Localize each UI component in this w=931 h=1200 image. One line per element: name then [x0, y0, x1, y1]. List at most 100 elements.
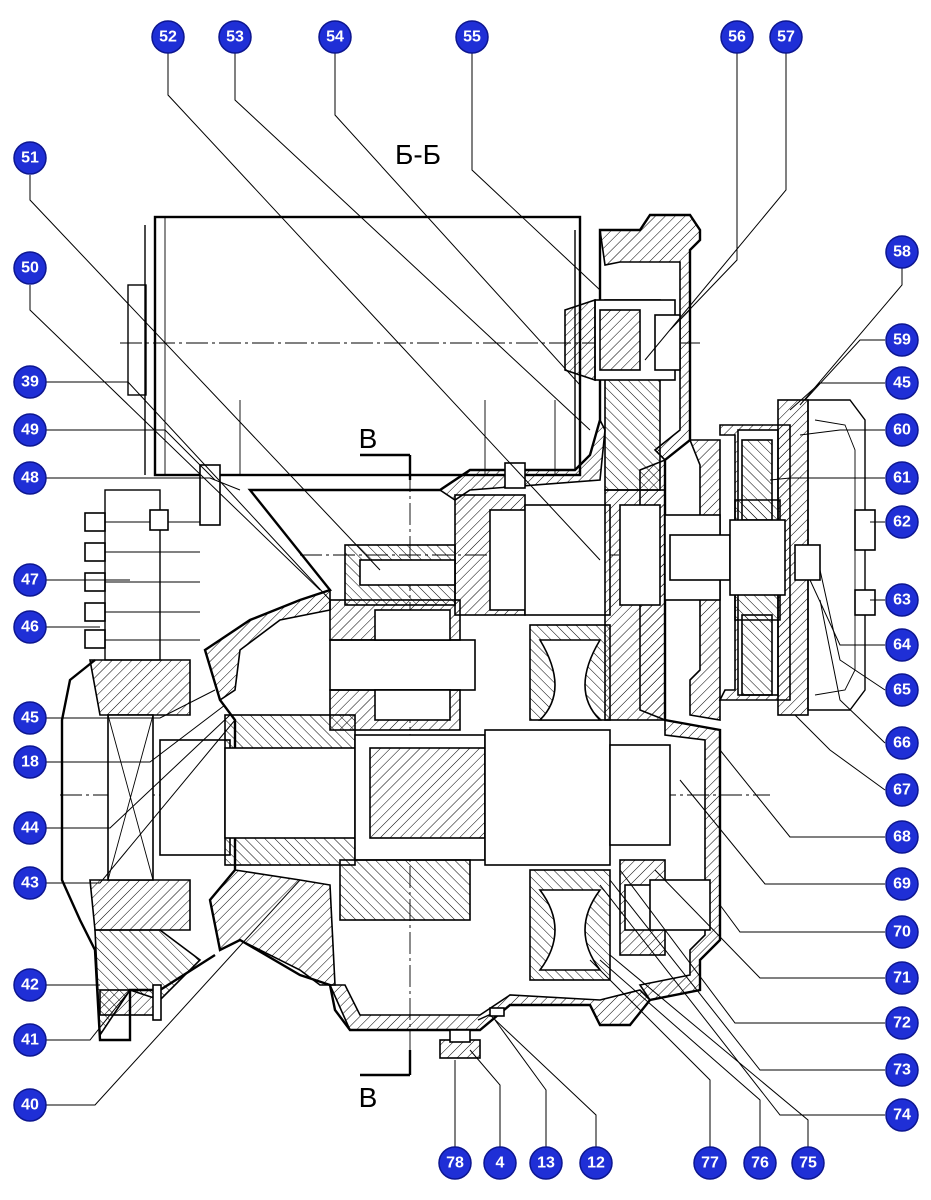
svg-text:56: 56	[728, 29, 746, 46]
svg-text:76: 76	[751, 1155, 769, 1172]
svg-text:78: 78	[446, 1155, 464, 1172]
svg-text:55: 55	[463, 29, 481, 46]
callout-53: 53	[218, 20, 252, 54]
callout-75: 75	[791, 1146, 825, 1180]
callout-61: 61	[885, 461, 919, 495]
callout-50: 50	[13, 251, 47, 285]
svg-text:49: 49	[21, 422, 39, 439]
svg-text:67: 67	[893, 782, 911, 799]
callout-76: 76	[743, 1146, 777, 1180]
callout-73: 73	[885, 1053, 919, 1087]
callout-55: 55	[455, 20, 489, 54]
svg-text:12: 12	[587, 1155, 605, 1172]
svg-text:61: 61	[893, 470, 911, 487]
svg-text:18: 18	[21, 754, 39, 771]
callout-70: 70	[885, 915, 919, 949]
callout-68: 68	[885, 820, 919, 854]
callout-63: 63	[885, 583, 919, 617]
svg-text:47: 47	[21, 572, 39, 589]
callout-39: 39	[13, 365, 47, 399]
leader-lines	[29, 52, 903, 1148]
callout-40: 40	[13, 1088, 47, 1122]
svg-text:40: 40	[21, 1097, 39, 1114]
svg-text:41: 41	[21, 1032, 39, 1049]
intermediate-gears	[454, 298, 731, 981]
section-title: Б-Б	[395, 139, 441, 170]
callout-43: 43	[13, 866, 47, 900]
callout-62: 62	[885, 505, 919, 539]
svg-text:77: 77	[701, 1155, 719, 1172]
svg-text:46: 46	[21, 619, 39, 636]
callout-42: 42	[13, 968, 47, 1002]
callout-41: 41	[13, 1023, 47, 1057]
callout-13: 13	[529, 1146, 563, 1180]
svg-text:44: 44	[21, 820, 39, 837]
callout-72: 72	[885, 1006, 919, 1040]
svg-text:13: 13	[537, 1155, 555, 1172]
drain-plug	[439, 1007, 505, 1059]
callout-4: 4	[483, 1146, 517, 1180]
callout-45-right: 45	[885, 366, 919, 400]
callout-44: 44	[13, 811, 47, 845]
callout-52: 52	[151, 20, 185, 54]
input-shaft	[329, 544, 476, 731]
callout-60: 60	[885, 413, 919, 447]
svg-text:74: 74	[893, 1107, 911, 1124]
svg-text:43: 43	[21, 875, 39, 892]
svg-text:72: 72	[893, 1015, 911, 1032]
callout-12: 12	[579, 1146, 613, 1180]
callout-54: 54	[318, 20, 352, 54]
callout-66: 66	[885, 726, 919, 760]
svg-text:69: 69	[893, 876, 911, 893]
callout-46: 46	[13, 610, 47, 644]
cut-label-bottom: В	[359, 1082, 378, 1113]
callout-71: 71	[885, 961, 919, 995]
svg-text:64: 64	[893, 637, 911, 654]
svg-text:48: 48	[21, 470, 39, 487]
svg-text:63: 63	[893, 592, 911, 609]
svg-text:73: 73	[893, 1062, 911, 1079]
svg-text:62: 62	[893, 514, 911, 531]
callout-74: 74	[885, 1098, 919, 1132]
svg-text:4: 4	[496, 1155, 505, 1172]
svg-text:54: 54	[326, 29, 344, 46]
callout-78: 78	[438, 1146, 472, 1180]
drawing-body	[60, 213, 876, 1077]
callouts: 52 53 54 55 56 57 51 50 39 49 48 47 46 4…	[13, 20, 919, 1180]
callout-49: 49	[13, 413, 47, 447]
svg-text:42: 42	[21, 977, 39, 994]
svg-text:60: 60	[893, 422, 911, 439]
svg-text:39: 39	[21, 374, 39, 391]
callout-45-left: 45	[13, 701, 47, 735]
output-shaft	[224, 714, 671, 921]
svg-text:53: 53	[226, 29, 244, 46]
svg-text:52: 52	[159, 29, 177, 46]
svg-text:59: 59	[893, 332, 911, 349]
svg-text:68: 68	[893, 829, 911, 846]
brake-assembly	[718, 399, 876, 716]
callout-47: 47	[13, 563, 47, 597]
svg-text:51: 51	[21, 150, 39, 167]
callout-51: 51	[13, 141, 47, 175]
callout-56: 56	[720, 20, 754, 54]
callout-64: 64	[885, 628, 919, 662]
callout-69: 69	[885, 867, 919, 901]
callout-58: 58	[885, 235, 919, 269]
callout-77: 77	[693, 1146, 727, 1180]
svg-text:57: 57	[777, 29, 795, 46]
callout-59: 59	[885, 323, 919, 357]
motor-housing	[127, 215, 582, 477]
svg-text:75: 75	[799, 1155, 817, 1172]
callout-57: 57	[769, 20, 803, 54]
svg-text:45: 45	[21, 710, 39, 727]
callout-65: 65	[885, 673, 919, 707]
svg-text:65: 65	[893, 682, 911, 699]
callout-18: 18	[13, 745, 47, 779]
svg-text:45: 45	[893, 375, 911, 392]
callout-67: 67	[885, 773, 919, 807]
svg-text:71: 71	[893, 970, 911, 987]
callout-48: 48	[13, 461, 47, 495]
svg-text:50: 50	[21, 260, 39, 277]
svg-text:58: 58	[893, 244, 911, 261]
